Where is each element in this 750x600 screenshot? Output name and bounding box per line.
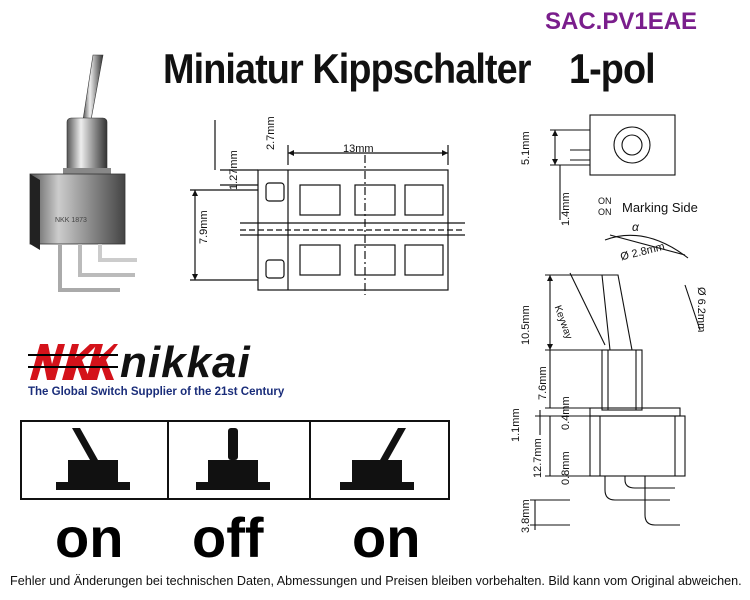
product-code: SAC.PV1EAE bbox=[545, 8, 698, 35]
state-label-on-right: on bbox=[352, 506, 421, 569]
front-view-drawing bbox=[190, 120, 465, 295]
height-dimension: 7.9mm bbox=[198, 210, 210, 244]
width-dimension: 13mm bbox=[343, 143, 374, 155]
angle-label: α bbox=[632, 220, 639, 234]
marking-height-dimension: 5.1mm bbox=[520, 131, 532, 165]
pin-pitch-dimension: 1.27mm bbox=[228, 150, 240, 190]
body-height-dimension: 12.7mm bbox=[532, 438, 544, 478]
marking-side-label: Marking Side bbox=[622, 200, 698, 215]
brand-name: nikkai bbox=[120, 338, 251, 387]
on-label-1: ON bbox=[598, 196, 612, 206]
body-offset-dimension: 1.1mm bbox=[510, 408, 522, 442]
footer-disclaimer: Fehler und Änderungen bei technischen Da… bbox=[10, 574, 742, 588]
lever-left-icon bbox=[72, 428, 98, 460]
lever-length-dimension: 10.5mm bbox=[520, 305, 532, 345]
top-offset-dimension: 2.7mm bbox=[265, 116, 277, 150]
switch-states-diagram bbox=[20, 420, 450, 500]
marking-offset-dimension: 1.4mm bbox=[560, 192, 572, 226]
terminal-length-dimension: 3.8mm bbox=[520, 499, 532, 533]
brand-tagline: The Global Switch Supplier of the 21st C… bbox=[28, 386, 285, 398]
terminal-thickness-dimension: 0.8mm bbox=[560, 451, 572, 485]
nkk-logo-icon bbox=[28, 344, 118, 380]
state-label-off: off bbox=[192, 506, 264, 569]
lever-center-icon bbox=[228, 428, 238, 460]
side-view-drawing bbox=[530, 114, 701, 530]
state-label-on-left: on bbox=[55, 506, 124, 569]
bushing-length-dimension: 7.6mm bbox=[537, 366, 549, 400]
svg-text:NKK 1873: NKK 1873 bbox=[55, 217, 87, 224]
bushing-diameter-dimension: Ø 6.2mm bbox=[695, 287, 707, 333]
lever-right-icon bbox=[380, 428, 406, 460]
page-title: Miniatur Kippschalter 1-pol bbox=[163, 45, 656, 92]
switch-photo: NKK 1873 bbox=[29, 54, 137, 292]
nut-thickness-dimension: 0.4mm bbox=[560, 396, 572, 430]
on-label-2: ON bbox=[598, 207, 612, 217]
